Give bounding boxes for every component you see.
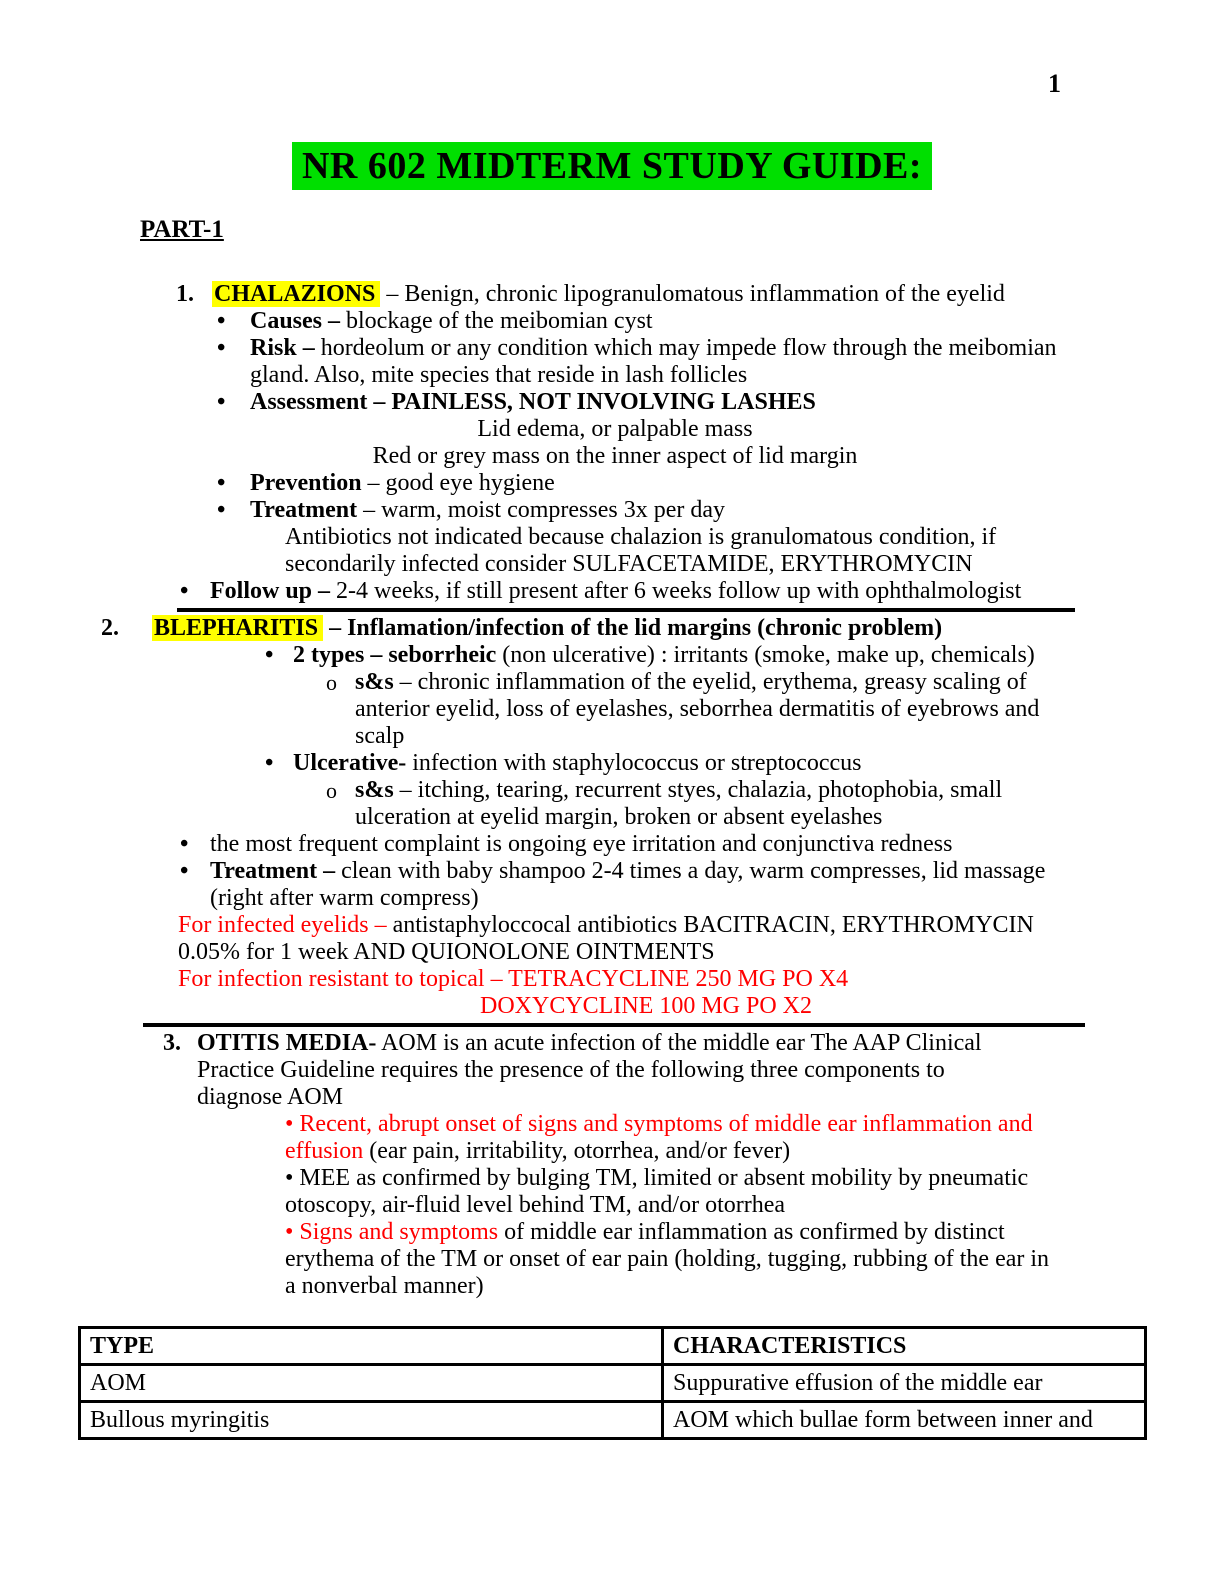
item-2-number: 2. <box>101 615 119 641</box>
table-header-row: TYPE CHARACTERISTICS <box>78 1326 1147 1366</box>
criterion-1-black: (ear pain, irritability, otorrhea, and/o… <box>369 1138 791 1164</box>
treatment-text: – warm, moist compresses 3x per day <box>363 497 725 523</box>
criterion-3-red: • Signs and symptoms <box>285 1219 499 1245</box>
bullet-icon: • <box>217 389 226 415</box>
cell-type: AOM <box>78 1363 664 1403</box>
bullet-icon: • <box>180 858 189 884</box>
causes-label: Causes – <box>250 308 341 334</box>
item-3-otitis-media: 3. OTITIS MEDIA- AOM is an acute infecti… <box>163 1030 1224 1111</box>
item-3-number: 3. <box>163 1030 181 1056</box>
follow-up-label: Follow up – <box>210 578 331 604</box>
cell-characteristics: AOM which bullae form between inner and <box>661 1400 1147 1440</box>
criterion-1-red: • Recent, abrupt onset of signs and symp… <box>285 1111 1033 1164</box>
item-1-definition: – Benign, chronic lipogranulomatous infl… <box>386 281 1005 307</box>
table-row: Bullous myringitis AOM which bullae form… <box>78 1400 1147 1440</box>
ss2-label: s&s <box>355 777 394 803</box>
bullet-complaint: • the most frequent complaint is ongoing… <box>180 831 1224 858</box>
cell-characteristics: Suppurative effusion of the middle ear <box>661 1363 1147 1403</box>
bullet-follow-up: • Follow up – 2-4 weeks, if still presen… <box>180 578 1224 605</box>
bullet-two-types: • 2 types – seborrheic (non ulcerative) … <box>265 642 1224 669</box>
doxycycline-line: DOXYCYCLINE 100 MG PO X2 <box>480 993 813 1019</box>
sub-bullet-ss-ulcerative: o s&s – itching, tearing, recurrent stye… <box>326 777 1224 831</box>
bullet-icon: • <box>217 470 226 496</box>
bullet-risk: • Risk – hordeolum or any condition whic… <box>217 335 1224 389</box>
item-1-heading: CHALAZIONS – Benign, chronic lipogranulo… <box>212 281 1005 308</box>
bullet-assessment: • Assessment – PAINLESS, NOT INVOLVING L… <box>217 389 1224 416</box>
sub-bullet-ss-seborrheic: o s&s – chronic inflammation of the eyel… <box>326 669 1224 750</box>
ulcerative-text: infection with staphylococcus or strepto… <box>412 750 862 776</box>
title-row: NR 602 MIDTERM STUDY GUIDE: <box>0 142 1224 190</box>
prevention-label: Prevention <box>250 470 362 496</box>
infected-eyelids-note: For infected eyelids – antistaphyloccoca… <box>178 912 1083 966</box>
part-heading: PART-1 <box>140 216 224 243</box>
bullet-icon: • <box>265 750 274 776</box>
criterion-3-black: of middle ear inflammation as confirmed … <box>285 1219 1050 1299</box>
complaint-text: the most frequent complaint is ongoing e… <box>210 831 953 857</box>
document-title: NR 602 MIDTERM STUDY GUIDE: <box>291 142 933 190</box>
term-chalazions: CHALAZIONS <box>212 281 381 307</box>
bullet-ulcerative: • Ulcerative- infection with staphylococ… <box>265 750 1224 777</box>
bullet-prevention: • Prevention – good eye hygiene <box>217 470 1224 497</box>
prevention-text: – good eye hygiene <box>367 470 555 496</box>
item-1-chalazions: 1. CHALAZIONS – Benign, chronic lipogran… <box>176 281 1224 308</box>
assessment-line-3: Red or grey mass on the inner aspect of … <box>372 443 858 469</box>
bullet-icon: • <box>217 335 226 361</box>
aom-criterion-1: • Recent, abrupt onset of signs and symp… <box>285 1111 1060 1165</box>
bullet-icon: • <box>180 578 189 604</box>
ss1-label: s&s <box>355 669 394 695</box>
otitis-types-table: TYPE CHARACTERISTICS AOM Suppurative eff… <box>78 1326 1147 1440</box>
follow-up-text: 2-4 weeks, if still present after 6 week… <box>336 578 1022 604</box>
ss2-text: – itching, tearing, recurrent styes, cha… <box>355 777 1003 830</box>
page-number: 1 <box>1048 69 1061 98</box>
bullet-icon: • <box>180 831 189 857</box>
treatment-note: Antibiotics not indicated because chalaz… <box>285 524 997 577</box>
cell-type: Bullous myringitis <box>78 1400 664 1440</box>
term-otitis-media: OTITIS MEDIA- <box>197 1030 377 1056</box>
header-characteristics: CHARACTERISTICS <box>661 1326 1147 1366</box>
bullet-causes: • Causes – blockage of the meibomian cys… <box>217 308 1224 335</box>
bullet-treatment-blepharitis: • Treatment – clean with baby shampoo 2-… <box>180 858 1224 912</box>
header-type: TYPE <box>78 1326 664 1366</box>
assessment-line-2: Lid edema, or palpable mass <box>477 416 753 442</box>
section-divider <box>143 1023 1085 1027</box>
circle-bullet-icon: o <box>326 778 337 803</box>
two-types-text: (non ulcerative) : irritants (smoke, mak… <box>502 642 1035 668</box>
bullet-treatment: • Treatment – warm, moist compresses 3x … <box>217 497 1224 524</box>
infected-eyelids-label: For infected eyelids – <box>178 912 387 938</box>
aom-criterion-3: • Signs and symptoms of middle ear infla… <box>285 1219 1060 1300</box>
treatment-label: Treatment <box>250 497 358 523</box>
item-2-blepharitis: 2. BLEPHARITIS – Inflamation/infection o… <box>101 615 1224 642</box>
bullet-icon: • <box>217 497 226 523</box>
circle-bullet-icon: o <box>326 670 337 695</box>
item-3-heading: OTITIS MEDIA- AOM is an acute infection … <box>197 1030 1012 1111</box>
resistant-infection-note: For infection resistant to topical – TET… <box>178 966 849 992</box>
causes-text: blockage of the meibomian cyst <box>346 308 653 334</box>
risk-label: Risk – <box>250 335 315 361</box>
aom-criterion-2: • MEE as confirmed by bulging TM, limite… <box>285 1165 1029 1218</box>
treatment2-label: Treatment – <box>210 858 336 884</box>
ss1-text: – chronic inflammation of the eyelid, er… <box>355 669 1040 749</box>
item-1-number: 1. <box>176 281 194 307</box>
two-types-label: 2 types – seborrheic <box>293 642 497 668</box>
section-divider <box>177 608 1075 612</box>
risk-text: hordeolum or any condition which may imp… <box>250 335 1057 388</box>
item-3-definition: AOM is an acute infection of the middle … <box>197 1030 982 1110</box>
infected-eyelids-text: antistaphyloccocal antibiotics BACITRACI… <box>178 912 1034 965</box>
item-2-definition: – Inflamation/infection of the lid margi… <box>329 615 943 641</box>
term-blepharitis: BLEPHARITIS <box>152 615 324 641</box>
assessment-label: Assessment – PAINLESS, NOT INVOLVING LAS… <box>250 389 816 415</box>
treatment2-text: clean with baby shampoo 2-4 times a day,… <box>210 858 1046 911</box>
bullet-icon: • <box>265 642 274 668</box>
table-row: AOM Suppurative effusion of the middle e… <box>78 1363 1147 1403</box>
ulcerative-label: Ulcerative- <box>293 750 407 776</box>
bullet-icon: • <box>217 308 226 334</box>
item-2-heading: BLEPHARITIS – Inflamation/infection of t… <box>152 615 942 642</box>
assessment-detail: Lid edema, or palpable mass Red or grey … <box>250 416 980 470</box>
